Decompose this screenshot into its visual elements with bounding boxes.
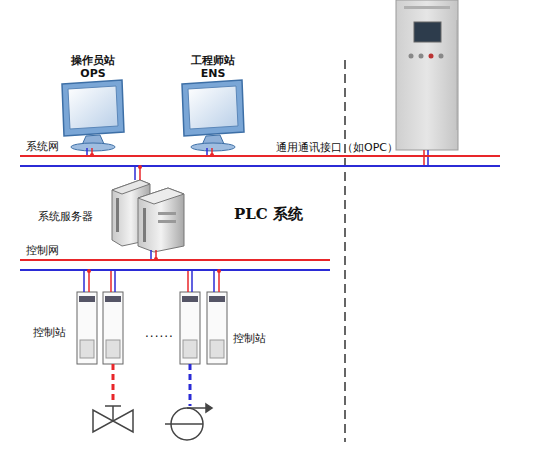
- node-text: 操作员站 OPS: [67, 54, 119, 80]
- network-bus: 系统网: [20, 155, 500, 167]
- junction-dot: [154, 257, 158, 261]
- valve-symbol: [93, 406, 133, 432]
- network-link: [135, 165, 142, 180]
- pump-symbol: [165, 404, 212, 440]
- system-title: PLC 系统: [234, 205, 303, 223]
- control-station-symbol: [103, 271, 123, 364]
- wire-line: [86, 148, 88, 155]
- junction-dot: [87, 269, 91, 273]
- node-text: 工程师站 ENS: [187, 54, 239, 80]
- wire-line: [150, 250, 152, 259]
- control-station: 控制站: [207, 292, 227, 364]
- network-link: [151, 250, 158, 261]
- node-text: 控制站: [233, 332, 266, 345]
- network-bus: 控制网: [20, 259, 330, 271]
- node-text: 系统网: [26, 140, 59, 153]
- divider-line: [344, 60, 346, 442]
- cabinet-symbol: [396, 0, 458, 166]
- wire-line: [206, 148, 208, 155]
- wire-line: [91, 148, 93, 155]
- network-link: [87, 148, 94, 157]
- ellipsis-label: ......: [145, 326, 174, 340]
- node-text: 控制网: [26, 244, 59, 257]
- wire-line: [83, 271, 85, 292]
- network-link: [214, 269, 221, 292]
- wire-line: [211, 148, 213, 155]
- wire-line: [155, 250, 157, 259]
- wire-line: [88, 271, 90, 292]
- server-symbol: [112, 180, 184, 252]
- junction-dot: [217, 269, 221, 273]
- junction-dot: [138, 165, 142, 169]
- node-text: 系统服务器: [38, 210, 93, 223]
- wire-line: [134, 167, 136, 180]
- wire-line: [218, 271, 220, 292]
- monitor-symbol: [62, 80, 124, 151]
- wire-line: [213, 271, 215, 292]
- network-link: [84, 269, 91, 292]
- field-wire: [189, 364, 192, 406]
- node-text: 控制站: [33, 326, 66, 339]
- control-station-symbol: [207, 292, 227, 364]
- interface-label: 通用通讯接口（如OPC）: [276, 141, 398, 154]
- junction-dot: [90, 153, 94, 157]
- operator-station: 操作员站 OPS: [55, 54, 131, 148]
- engineer-station: 工程师站 ENS: [175, 54, 251, 148]
- wire-line: [139, 167, 141, 180]
- server-group: 系统服务器: [110, 180, 186, 250]
- control-station-symbol: [77, 292, 97, 364]
- control-station: 控制站: [77, 292, 97, 364]
- field-wire: [112, 364, 115, 404]
- junction-dot: [210, 153, 214, 157]
- control-station-symbol: [180, 271, 200, 364]
- monitor-symbol: [182, 80, 244, 151]
- network-link: [207, 148, 214, 157]
